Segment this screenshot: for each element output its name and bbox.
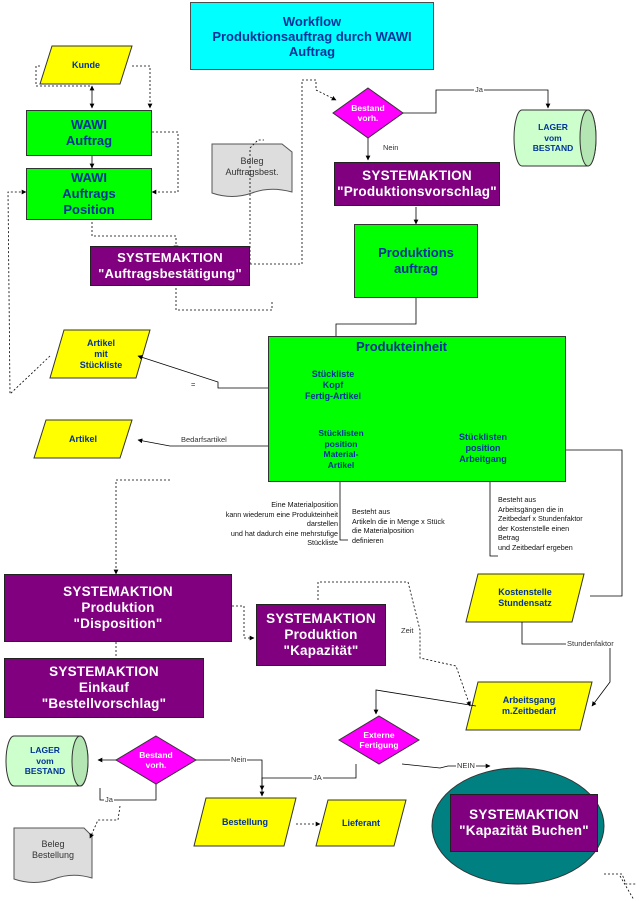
kunde-shape	[39, 45, 133, 85]
connector-label-ja-top: Ja	[474, 85, 484, 94]
sys-kapazitaet-box: SYSTEMAKTION Produktion "Kapazität"	[256, 604, 386, 666]
produktionsauftrag-box: Produktions auftrag	[354, 224, 478, 298]
wawi-auftrag-box: WAWI Auftrag	[26, 110, 152, 156]
connector-label-nein-bottom: Nein	[230, 755, 248, 764]
connector-label-nein-externe: NEIN	[456, 761, 476, 770]
produkteinheit-group	[268, 336, 566, 482]
bestellung-shape	[193, 797, 297, 847]
note-arbeitgang: Besteht aus Arbeitsgängen die in Zeitbed…	[498, 495, 583, 552]
artikel-mit-stueckliste-shape	[49, 329, 151, 379]
beleg-auftragsbest-shape	[211, 143, 293, 197]
connector-label-nein-top: Nein	[382, 143, 400, 152]
connector-label-eq: =	[190, 380, 197, 389]
note-material-left: Eine Materialposition kann wiederum eine…	[225, 500, 338, 548]
bestand-vorh-bottom-shape	[115, 735, 197, 785]
kostenstelle-shape	[465, 573, 585, 623]
lieferant-shape	[315, 799, 407, 847]
connector-label-zeit: Zeit	[400, 626, 415, 635]
externe-fertigung-shape	[338, 715, 420, 765]
sys-bestellvorschlag-box: SYSTEMAKTION Einkauf "Bestellvorschlag"	[4, 658, 204, 718]
connector-label-bedarfsartikel: Bedarfsartikel	[180, 435, 228, 444]
connector-label-stundenfaktor: Stundenfaktor	[566, 639, 615, 648]
note-material-mid: Besteht aus Artikeln die in Menge x Stüc…	[352, 507, 445, 545]
lager-top-shape	[513, 109, 597, 167]
bestand-vorh-top-shape	[332, 87, 404, 139]
artikel-shape	[33, 419, 133, 459]
connector-label-ja-bottom: Ja	[104, 795, 114, 804]
sys-produktionsvorschlag-box: SYSTEMAKTION "Produktionsvorschlag"	[334, 162, 500, 206]
diagram-title: Workflow Produktionsauftrag durch WAWI A…	[190, 2, 434, 70]
produkteinheit-title: Produkteinheit	[356, 339, 448, 354]
lager-bottom-shape	[5, 735, 89, 787]
sys-auftragsbestaetigung-box: SYSTEMAKTION "Auftragsbestätigung"	[90, 246, 250, 286]
beleg-bestellung-shape	[13, 827, 93, 883]
sys-disposition-box: SYSTEMAKTION Produktion "Disposition"	[4, 574, 232, 642]
sys-kapazitaet-buchen-box: SYSTEMAKTION "Kapazität Buchen"	[450, 794, 598, 852]
arbeitsgang-zeitbedarf-shape	[465, 681, 593, 731]
wawi-auftrags-position-box: WAWI Auftrags Position	[26, 168, 152, 220]
connector-label-ja-externe: JA	[312, 773, 323, 782]
